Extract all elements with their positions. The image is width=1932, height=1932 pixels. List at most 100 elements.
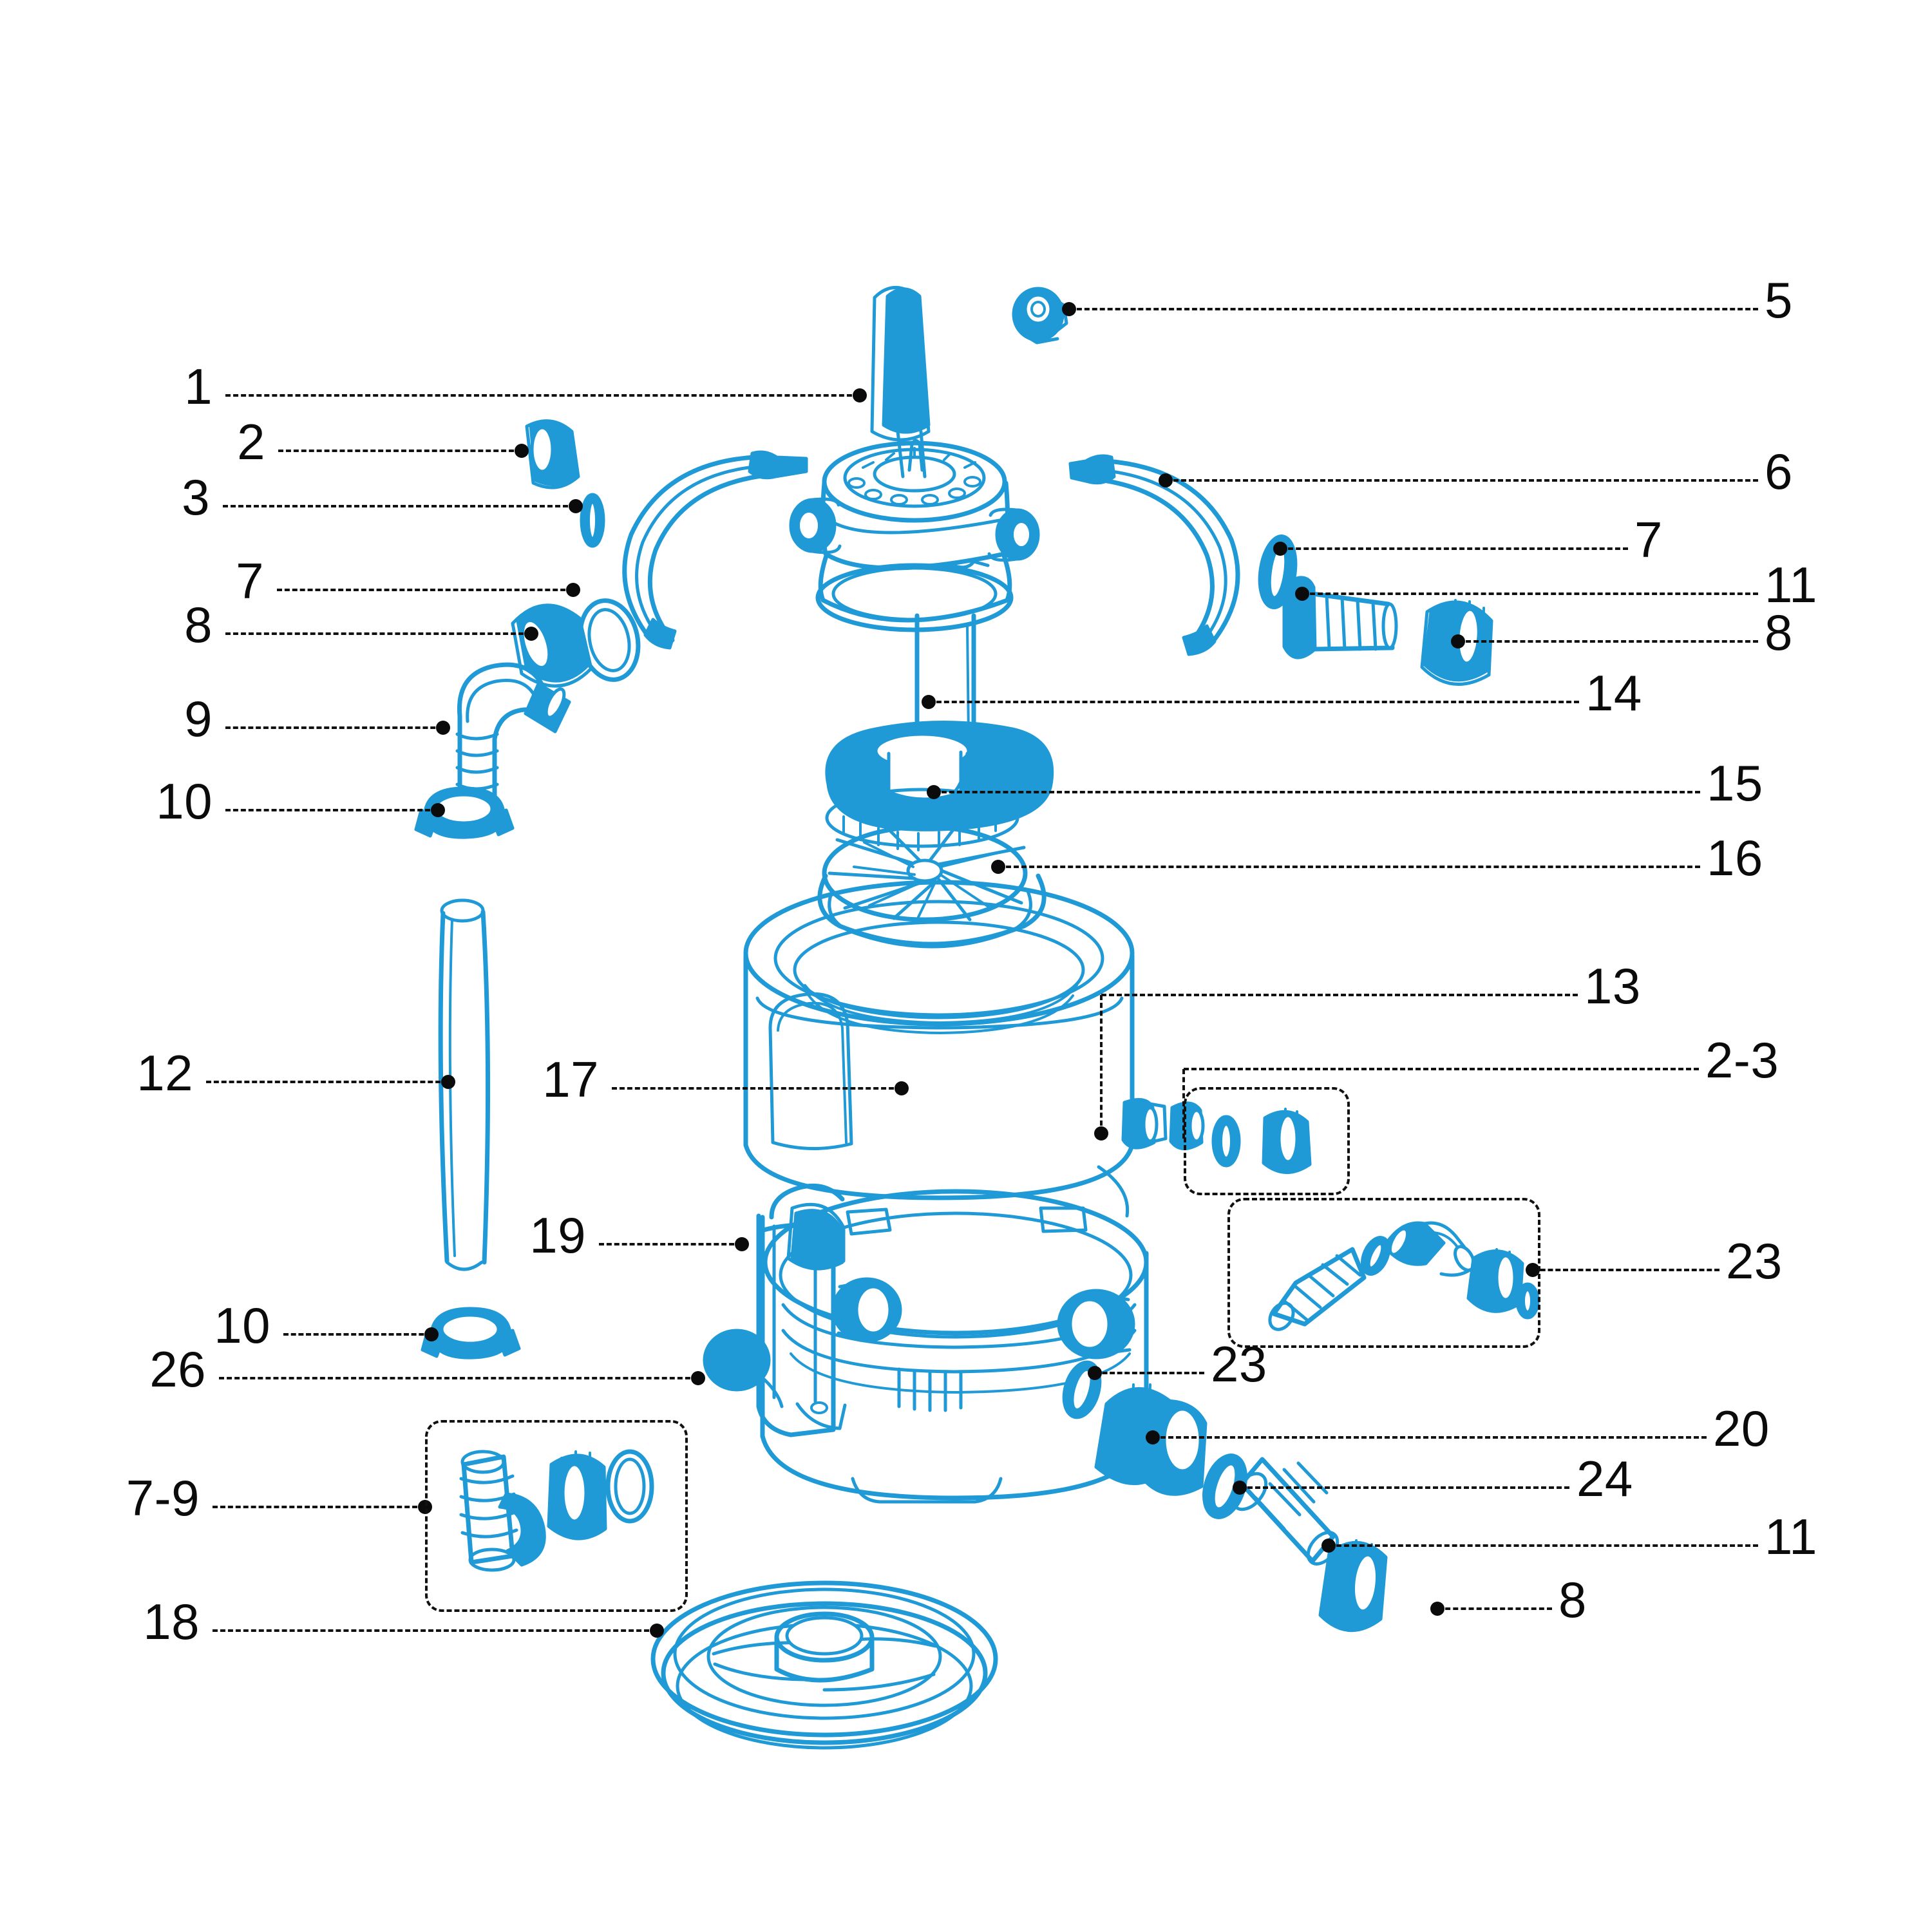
callout-1[interactable]: 1 xyxy=(184,358,213,415)
leader-18 xyxy=(213,1629,657,1632)
anchor-13 xyxy=(1094,1126,1108,1141)
anchor-19 xyxy=(735,1237,749,1251)
callout-23-middle[interactable]: 23 xyxy=(1211,1336,1267,1392)
anchor-15 xyxy=(927,785,941,799)
leader-15 xyxy=(934,791,1700,793)
anchor-8-bottom xyxy=(1430,1602,1444,1616)
anchor-10-upper xyxy=(431,803,445,817)
anchor-8-right xyxy=(1451,634,1465,649)
callout-8-right[interactable]: 8 xyxy=(1765,604,1793,661)
leader-23-middle xyxy=(1095,1372,1204,1374)
part-lateral-assembly-16 xyxy=(817,824,1046,949)
leader-17 xyxy=(612,1087,902,1090)
anchor-9 xyxy=(436,721,450,735)
anchor-8-left xyxy=(524,627,538,641)
leader-23-right xyxy=(1533,1269,1719,1271)
leader-8-right xyxy=(1458,640,1758,643)
part-upper-diffuser-15 xyxy=(825,721,1054,851)
group-box-2-3 xyxy=(1184,1087,1350,1195)
callout-7-9[interactable]: 7-9 xyxy=(126,1470,200,1526)
leader-13-vertical xyxy=(1100,995,1103,1133)
leader-5 xyxy=(1069,308,1758,310)
anchor-18 xyxy=(650,1624,664,1638)
callout-16[interactable]: 16 xyxy=(1707,829,1763,886)
part-gasket-7-left xyxy=(578,598,641,682)
callout-20[interactable]: 20 xyxy=(1713,1400,1770,1457)
callout-2[interactable]: 2 xyxy=(237,413,265,470)
anchor-16 xyxy=(991,860,1005,874)
callout-9[interactable]: 9 xyxy=(184,690,213,747)
callout-7-right[interactable]: 7 xyxy=(1634,511,1663,568)
anchor-1 xyxy=(853,388,867,402)
callout-24[interactable]: 24 xyxy=(1577,1450,1633,1507)
leader-14 xyxy=(929,701,1579,703)
leader-11-upper xyxy=(1302,592,1758,595)
leader-10-upper xyxy=(225,809,438,811)
anchor-12 xyxy=(441,1075,455,1089)
callout-2-3[interactable]: 2-3 xyxy=(1705,1032,1779,1088)
leader-6 xyxy=(1166,479,1758,482)
leader-12 xyxy=(206,1081,448,1083)
part-group-23-contents xyxy=(1268,1221,1540,1331)
leader-26 xyxy=(219,1377,698,1379)
group-box-7-9 xyxy=(425,1420,688,1612)
anchor-17 xyxy=(895,1081,909,1095)
part-flexible-hose-12 xyxy=(438,898,491,1271)
part-base-plate-18 xyxy=(650,1580,998,1750)
part-oring-group-2-3 xyxy=(1211,1108,1312,1174)
anchor-14 xyxy=(922,695,936,709)
callout-26[interactable]: 26 xyxy=(149,1341,206,1397)
part-clamp-band-left xyxy=(622,450,808,650)
leader-3 xyxy=(223,505,576,507)
leader-1 xyxy=(225,394,860,397)
anchor-10-lower xyxy=(424,1327,439,1341)
callout-23-right[interactable]: 23 xyxy=(1726,1233,1783,1289)
leader-20 xyxy=(1153,1436,1707,1439)
leader-7-left xyxy=(277,589,573,591)
leader-7-9 xyxy=(213,1506,425,1508)
leader-19 xyxy=(599,1243,742,1245)
callout-6[interactable]: 6 xyxy=(1765,443,1793,500)
callout-8-left[interactable]: 8 xyxy=(184,596,213,653)
leader-16 xyxy=(998,866,1700,868)
callout-3[interactable]: 3 xyxy=(182,469,210,526)
anchor-5 xyxy=(1062,302,1076,316)
callout-8-bottom[interactable]: 8 xyxy=(1558,1571,1587,1628)
leader-9 xyxy=(225,726,443,729)
callout-15[interactable]: 15 xyxy=(1707,755,1763,811)
leader-2 xyxy=(278,450,522,452)
anchor-2 xyxy=(515,444,529,458)
part-lower-right-hose-assembly xyxy=(1062,1360,1388,1633)
anchor-3 xyxy=(569,499,583,513)
callout-10-upper[interactable]: 10 xyxy=(156,773,213,829)
callout-11-upper[interactable]: 11 xyxy=(1765,556,1817,613)
callout-10-lower[interactable]: 10 xyxy=(214,1297,270,1354)
leader-11-lower xyxy=(1329,1544,1758,1547)
callout-18[interactable]: 18 xyxy=(143,1593,200,1650)
anchor-26 xyxy=(691,1371,705,1385)
part-clamp-band-right xyxy=(1068,454,1240,656)
anchor-23-middle xyxy=(1088,1366,1102,1380)
anchor-20 xyxy=(1146,1430,1160,1444)
callout-7-left[interactable]: 7 xyxy=(236,553,264,609)
callout-17[interactable]: 17 xyxy=(542,1051,599,1108)
part-drain-nipple-13 xyxy=(1169,1101,1205,1150)
callout-14[interactable]: 14 xyxy=(1586,665,1642,721)
leader-10-lower xyxy=(283,1333,431,1336)
callout-19[interactable]: 19 xyxy=(529,1207,586,1264)
part-tank-body-17 xyxy=(743,880,1168,1218)
part-elbow-tail-9 xyxy=(455,662,571,814)
callout-12[interactable]: 12 xyxy=(137,1045,193,1101)
callout-13[interactable]: 13 xyxy=(1584,958,1641,1014)
part-hose-clamp-10-upper xyxy=(414,786,515,839)
leader-2-3-horizontal xyxy=(1184,1068,1699,1070)
leader-7-right xyxy=(1280,547,1628,550)
anchor-11-upper xyxy=(1295,587,1309,601)
anchor-11-lower xyxy=(1321,1539,1336,1553)
callout-5[interactable]: 5 xyxy=(1765,272,1793,328)
part-oring-3 xyxy=(580,493,605,548)
callout-11-lower[interactable]: 11 xyxy=(1765,1508,1817,1565)
part-group-7-9-contents xyxy=(459,1449,654,1572)
leader-24 xyxy=(1240,1486,1569,1489)
